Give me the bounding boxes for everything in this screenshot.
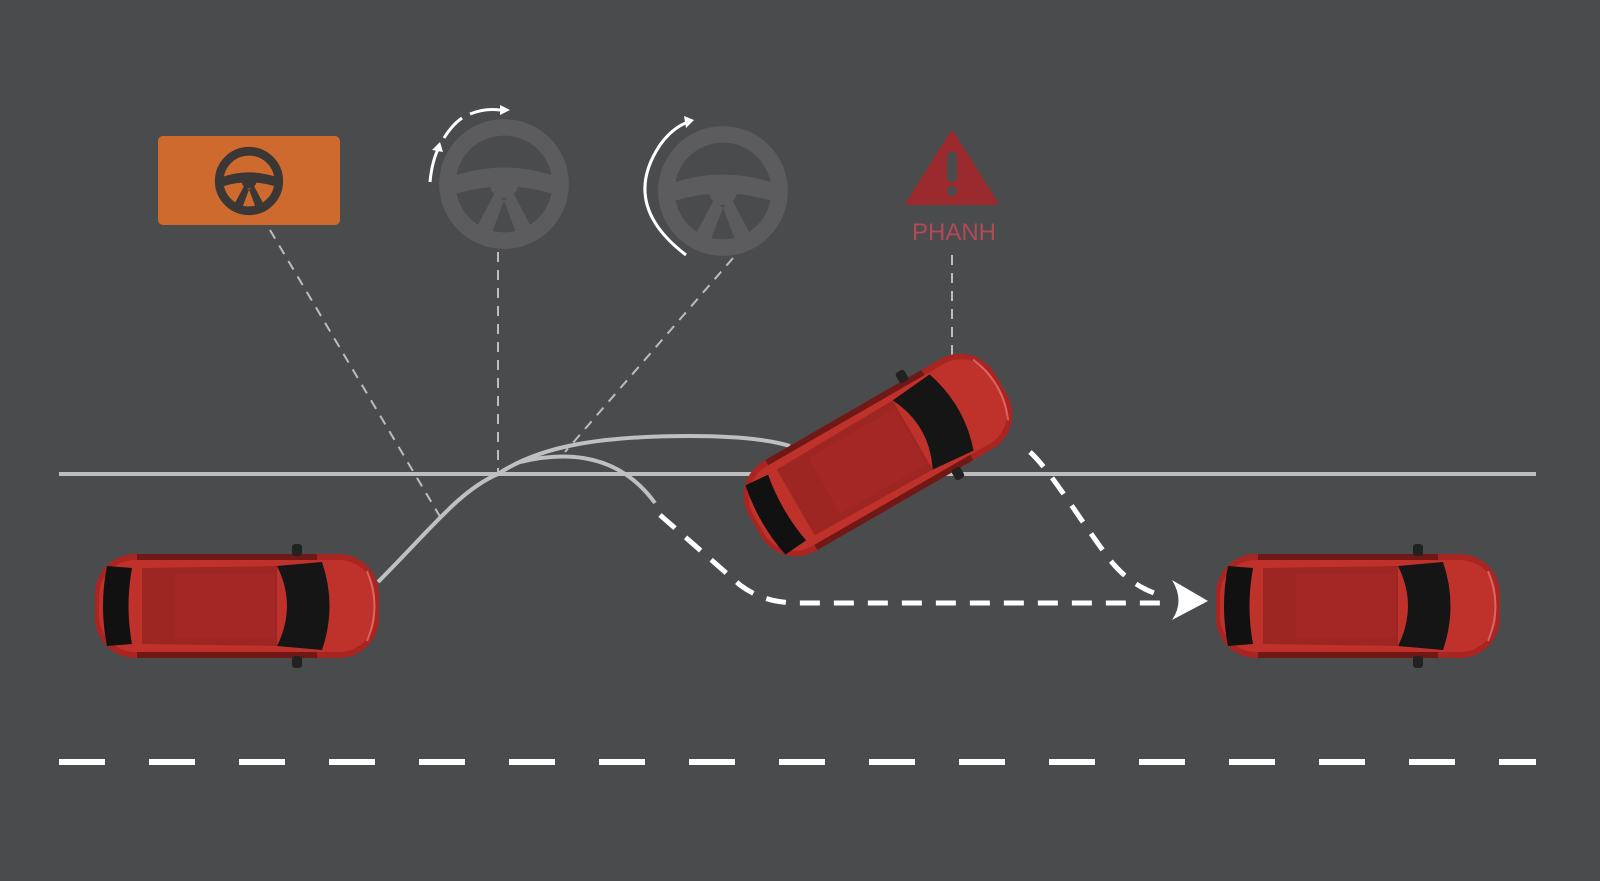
- car-start: [94, 543, 380, 669]
- brake-warning-icon: [906, 131, 998, 205]
- steering-wheel-turn-small-icon: [428, 105, 561, 241]
- corrected-path: [658, 513, 1160, 606]
- arrowhead-icon: [1172, 580, 1208, 620]
- steering-warning-icon: [158, 136, 340, 225]
- steering-wheel-turn-large-icon: [643, 116, 780, 257]
- car-corrected: [1215, 543, 1501, 669]
- car-drifting: [723, 329, 1033, 581]
- correction-branch: [519, 454, 657, 505]
- brake-label: PHANH: [912, 219, 996, 246]
- connector-lines: [269, 229, 953, 521]
- brake-return-path: [1028, 450, 1166, 600]
- drift-path: [376, 433, 791, 584]
